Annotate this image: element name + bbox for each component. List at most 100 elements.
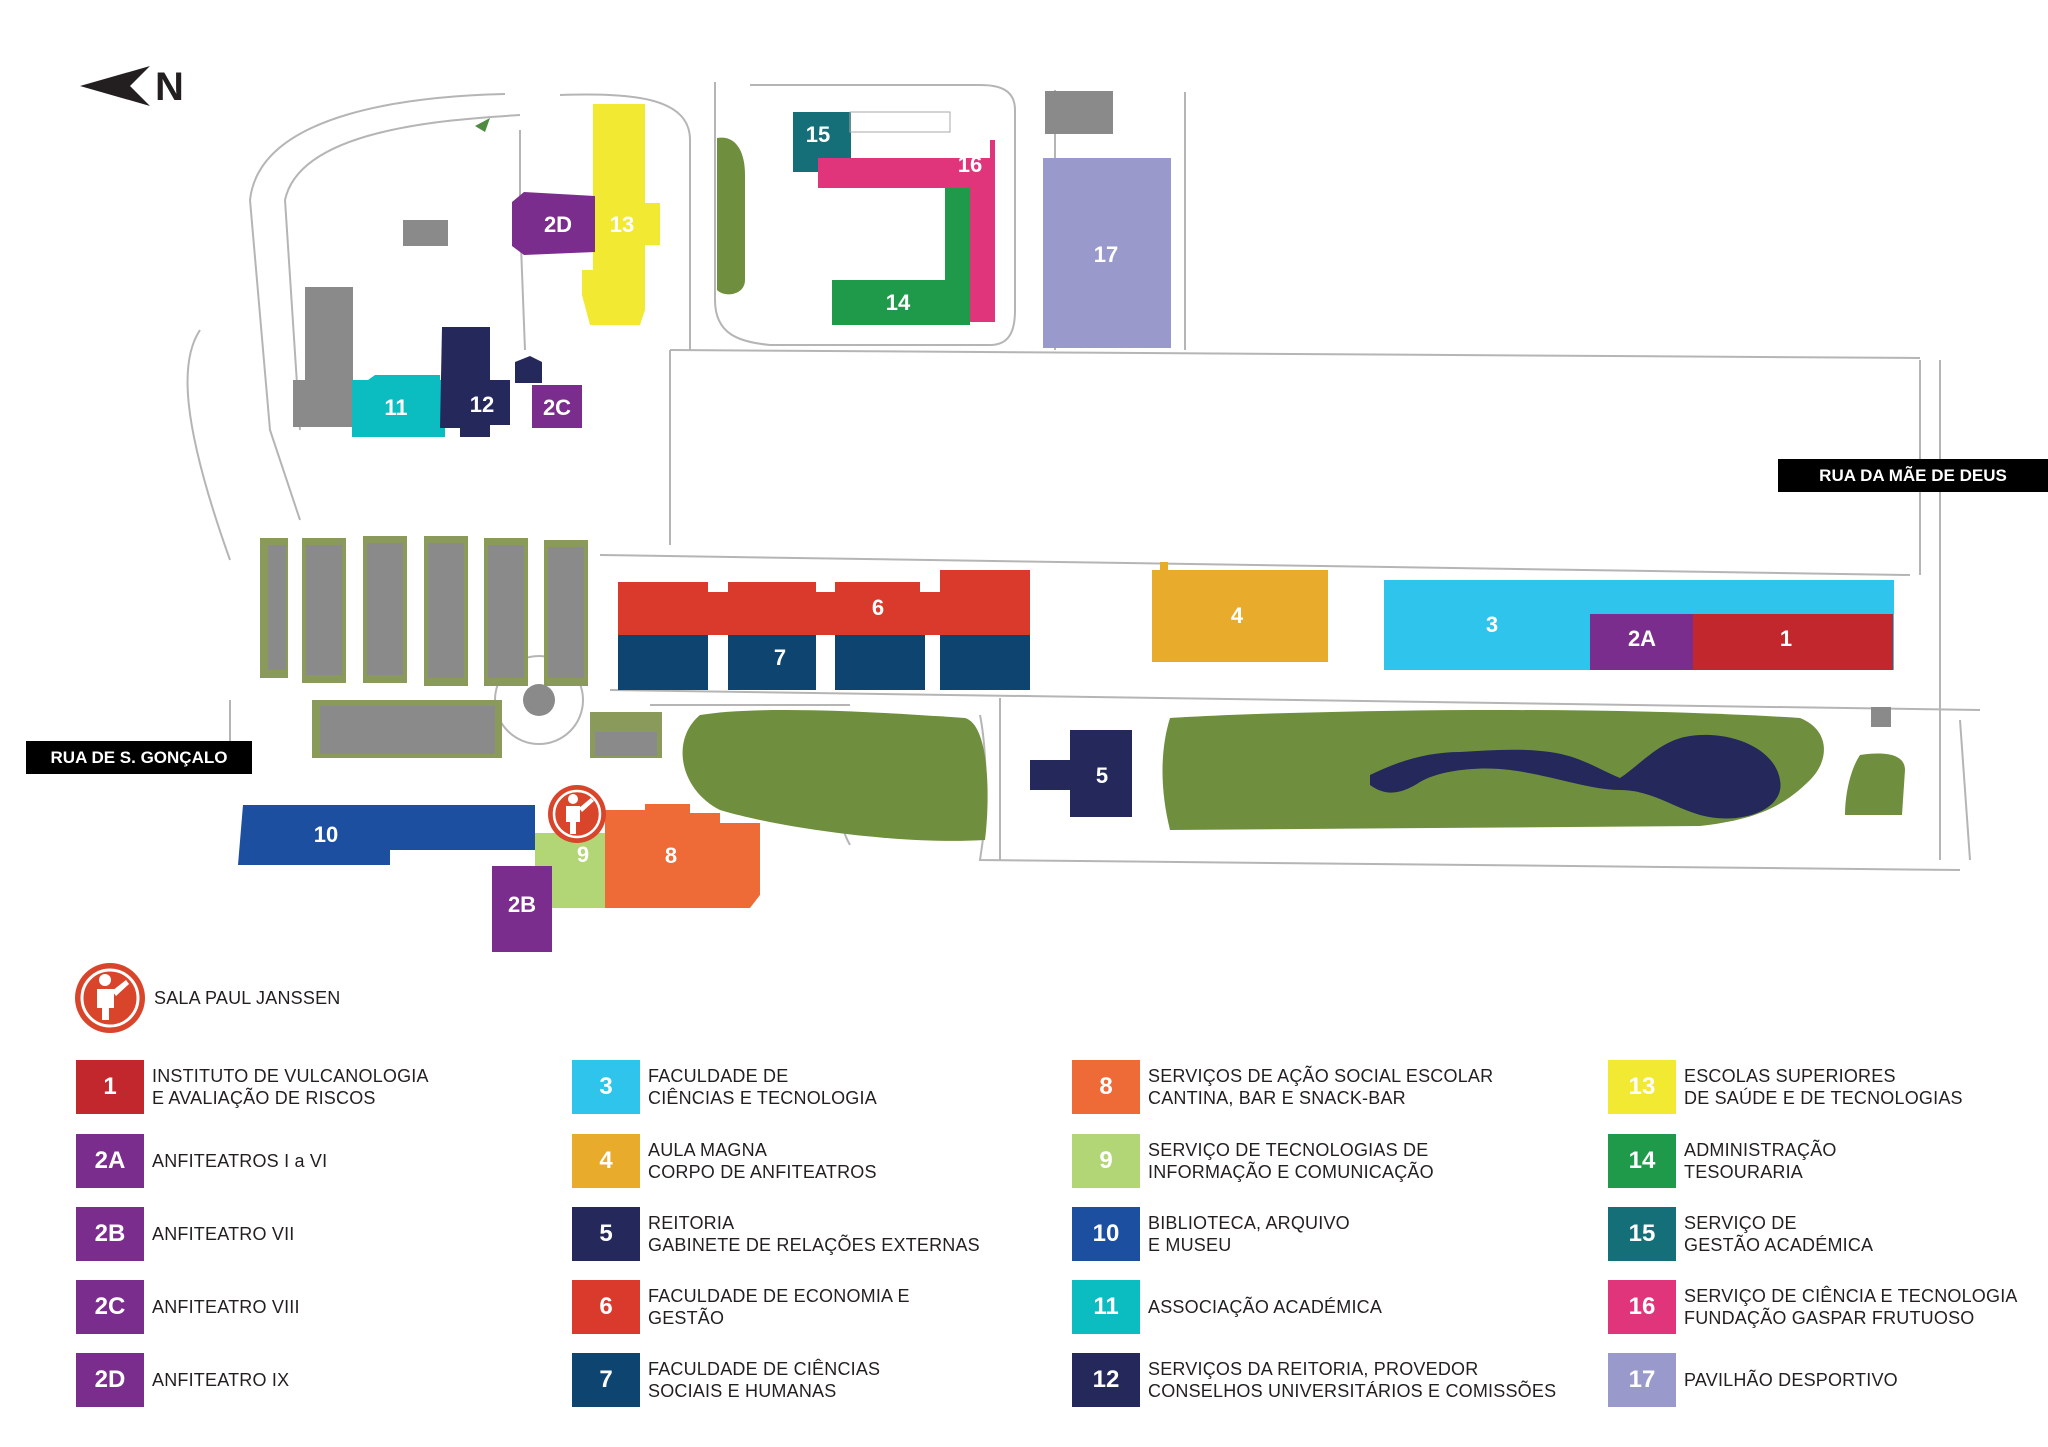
legend-swatch: 7 [572,1353,640,1407]
svg-text:16: 16 [958,152,982,177]
lake [1370,734,1781,819]
legend-swatch: 14 [1608,1134,1676,1188]
svg-text:7: 7 [774,645,786,670]
legend-swatch: 13 [1608,1060,1676,1114]
legend-label-line: PAVILHÃO DESPORTIVO [1684,1370,1898,1390]
svg-text:6: 6 [872,595,884,620]
legend-label-line: SERVIÇOS DE AÇÃO SOCIAL ESCOLAR [1148,1066,1494,1086]
legend-swatch: 11 [1072,1280,1140,1334]
legend-label-line: ANFITEATROS I a VI [152,1151,328,1171]
svg-text:2C: 2C [543,395,571,420]
legend-label-line: TESOURARIA [1684,1162,1804,1182]
svg-text:1: 1 [1780,626,1792,651]
building-2a[interactable]: 2A [1590,614,1693,670]
legend-swatch: 2C [76,1280,144,1334]
legend-label-line: GESTÃO ACADÉMICA [1684,1235,1874,1255]
legend-label-line: SERVIÇO DE TECNOLOGIAS DE [1148,1140,1429,1160]
legend-sala-paul-janssen: SALA PAUL JANSSEN [74,962,340,1034]
legend-swatch: 4 [572,1134,640,1188]
building-17[interactable]: 17 [1043,158,1171,348]
legend-swatch: 8 [1072,1060,1140,1114]
building-2d[interactable]: 2D [512,192,595,255]
legend-label-line: GESTÃO [648,1308,725,1328]
legend-label-line: SERVIÇO DE CIÊNCIA E TECNOLOGIA [1684,1286,2018,1306]
building-14[interactable]: 14 [832,188,970,325]
legend-label-line: ASSOCIAÇÃO ACADÉMICA [1148,1297,1383,1317]
legend-label-line: SERVIÇOS DA REITORIA, PROVEDOR [1148,1359,1479,1379]
legend-item-11: 11 ASSOCIAÇÃO ACADÉMICA [1072,1280,1382,1334]
building-16[interactable]: 16 [818,140,995,322]
building-1[interactable]: 1 [1693,614,1893,670]
legend-swatch: 17 [1608,1353,1676,1407]
building-12[interactable]: 12 [440,327,510,437]
building-2c-annex [515,356,542,383]
svg-text:8: 8 [665,843,677,868]
svg-text:4: 4 [1231,603,1244,628]
building-8[interactable]: 8 [605,804,760,908]
legend-label-line: ESCOLAS SUPERIORES [1684,1066,1896,1086]
legend-swatch: 9 [1072,1134,1140,1188]
legend-swatch: 16 [1608,1280,1676,1334]
legend-label-line: ANFITEATRO IX [152,1370,290,1390]
svg-text:5: 5 [1096,763,1108,788]
building-7[interactable]: 7 [618,635,1030,690]
svg-text:14: 14 [886,290,911,315]
legend-label-line: BIBLIOTECA, ARQUIVO [1148,1213,1350,1233]
building-5[interactable]: 5 [1030,730,1132,817]
sala-paul-janssen-marker[interactable] [548,785,606,843]
legend-item-17: 17 PAVILHÃO DESPORTIVO [1608,1353,1898,1407]
building-13[interactable]: 13 [582,104,660,325]
building-4[interactable]: 4 [1152,562,1328,662]
legend-label-line: SOCIAIS E HUMANAS [648,1381,837,1401]
north-label: N [155,65,184,109]
legend-label-line: INSTITUTO DE VULCANOLOGIA [152,1066,429,1086]
building-11[interactable]: 11 [352,375,445,437]
svg-text:2D: 2D [544,212,572,237]
building-6[interactable]: 6 [618,570,1030,635]
building-2b[interactable]: 2B [492,866,552,952]
legend-label-line: E AVALIAÇÃO DE RISCOS [152,1088,376,1108]
legend-swatch: 15 [1608,1207,1676,1261]
legend-label: ASSOCIAÇÃO ACADÉMICA [1148,1296,1382,1318]
legend-label-line: CIÊNCIAS E TECNOLOGIA [648,1088,877,1108]
building-2c[interactable]: 2C [532,385,582,428]
legend-label-line: CONSELHOS UNIVERSITÁRIOS E COMISSÕES [1148,1381,1557,1401]
person-pointing-icon [75,963,145,1033]
service-buildings [293,91,1891,727]
legend-swatch: 12 [1072,1353,1140,1407]
legend-swatch: 2A [76,1134,144,1188]
street-label-sao-goncalo: RUA DE S. GONÇALO [26,741,252,774]
legend-label: ANFITEATRO IX [152,1369,289,1391]
svg-text:11: 11 [384,395,407,420]
legend-swatch: 10 [1072,1207,1140,1261]
building-10[interactable]: 10 [238,805,535,865]
svg-text:13: 13 [610,212,634,237]
svg-text:9: 9 [577,842,589,867]
svg-text:12: 12 [470,392,494,417]
legend-swatch: 2B [76,1207,144,1261]
legend-label-line: ADMINISTRAÇÃO [1684,1140,1837,1160]
legend-label-line: REITORIA [648,1213,735,1233]
